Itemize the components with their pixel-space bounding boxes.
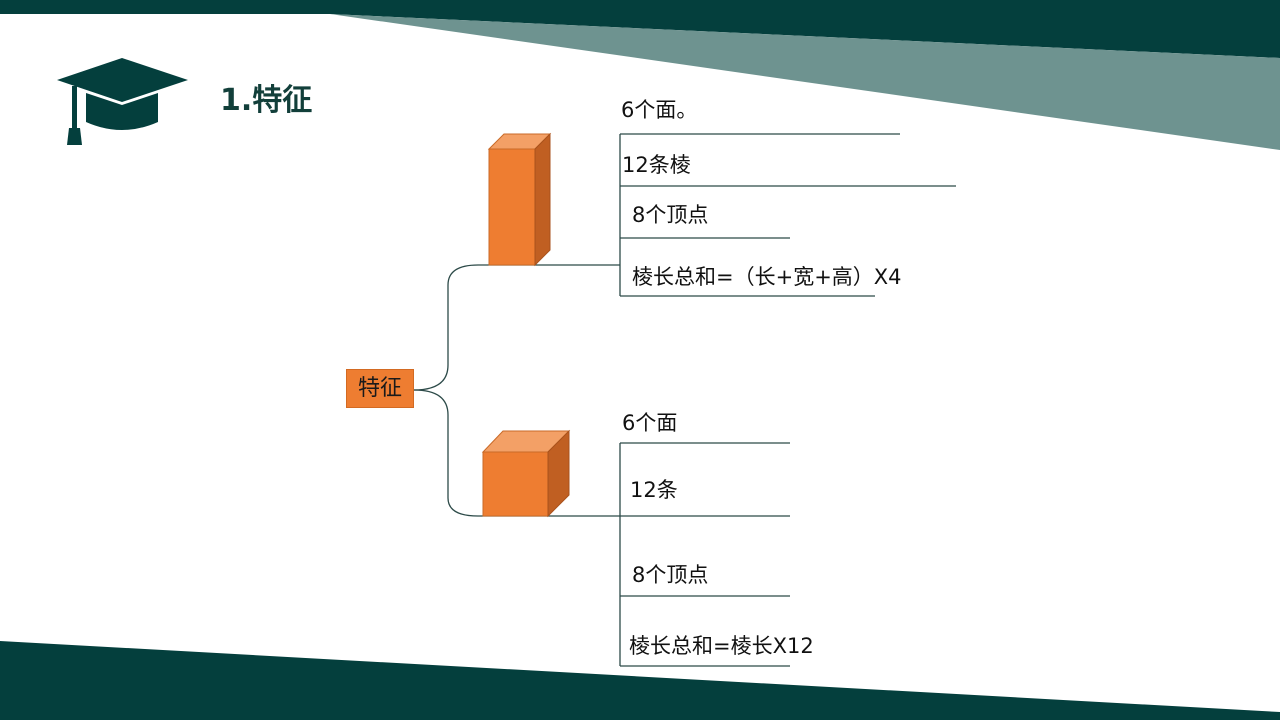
branch-2-item-vertices: 8个顶点: [632, 563, 709, 587]
root-connector-lower: [413, 389, 620, 517]
branch-1-item-vertices: 8个顶点: [632, 203, 709, 227]
branch-2-lines: [619, 442, 790, 667]
cuboid-shape: [487, 132, 552, 267]
branch-1-lines: [619, 133, 956, 297]
top-dark-band: [0, 0, 1280, 58]
branch-1-item-faces: 6个面。: [621, 98, 698, 122]
graduation-cap-icon: [57, 58, 188, 145]
mindmap-root-node: 特征: [346, 369, 414, 408]
branch-1-item-edge-sum: 棱长总和=（长+宽+高）X4: [632, 265, 902, 289]
root-connector-upper: [413, 264, 620, 391]
branch-2-item-edges: 12条: [630, 478, 678, 502]
top-light-wedge: [330, 14, 1280, 150]
mindmap-root-label: 特征: [357, 375, 402, 401]
branch-2-item-edge-sum: 棱长总和=棱长X12: [629, 634, 814, 658]
cube-shape: [481, 429, 571, 518]
branch-1-item-edges: 12条棱: [622, 153, 691, 177]
slide-title: 1.特征: [220, 83, 313, 118]
branch-2-item-faces: 6个面: [622, 411, 678, 435]
bottom-dark-band: [0, 641, 1280, 720]
